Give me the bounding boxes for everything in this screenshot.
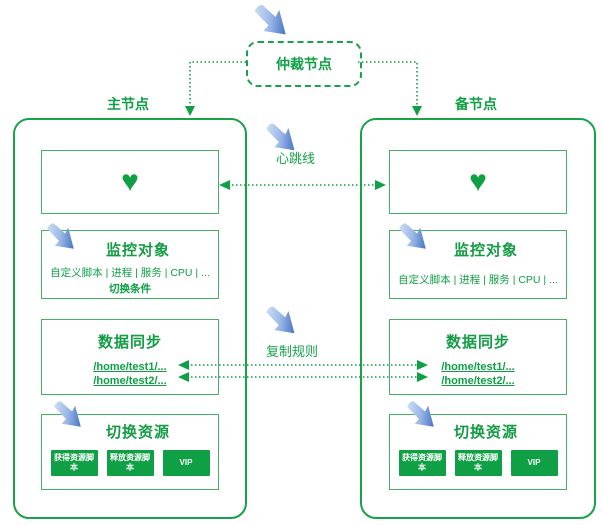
acquire-resource-script-button[interactable]: 获得资源脚本	[398, 450, 446, 476]
monitor-box-title: 监控对象	[453, 242, 518, 259]
switch-box-title: 切换资源	[453, 424, 518, 441]
pointer-arrow-icon	[263, 303, 301, 341]
arbiter-node: 仲裁节点	[246, 41, 362, 87]
primary-monitor-box: 监控对象 自定义脚本 | 进程 | 服务 | CPU | ... 切换条件	[41, 230, 219, 299]
pointer-arrow-icon	[251, 1, 293, 43]
primary-node-title: 主节点	[107, 96, 149, 112]
standby-sync-box: 数据同步 /home/test1/... /home/test2/...	[389, 319, 567, 395]
heart-icon: ♥	[469, 165, 487, 198]
switch-box-title: 切换资源	[105, 424, 170, 441]
release-resource-script-button[interactable]: 释放资源脚本	[454, 450, 502, 476]
sync-path-link[interactable]: /home/test1/...	[93, 361, 167, 373]
arbiter-node-label: 仲裁节点	[276, 56, 332, 72]
acquire-resource-script-button[interactable]: 获得资源脚本	[50, 450, 98, 476]
switch-condition-label: 切换条件	[109, 283, 151, 295]
sync-box-title: 数据同步	[445, 334, 510, 351]
sync-path-link[interactable]: /home/test1/...	[441, 361, 515, 373]
vip-button[interactable]: VIP	[162, 450, 210, 476]
monitor-box-title: 监控对象	[105, 242, 170, 259]
standby-switch-box: 切换资源 获得资源脚本 释放资源脚本 VIP	[389, 414, 567, 490]
primary-sync-box: 数据同步 /home/test1/... /home/test2/...	[41, 319, 219, 395]
heartbeat-line-label: 心跳线	[276, 151, 316, 166]
primary-node: ♥ 监控对象 自定义脚本 | 进程 | 服务 | CPU | ... 切换条件 …	[13, 118, 247, 519]
primary-heartbeat-box: ♥	[41, 150, 219, 214]
standby-monitor-box: 监控对象 自定义脚本 | 进程 | 服务 | CPU | ...	[389, 230, 567, 299]
monitor-items: 自定义脚本 | 进程 | 服务 | CPU | ...	[398, 274, 558, 286]
heart-icon: ♥	[121, 165, 139, 198]
switch-button-row: 获得资源脚本 释放资源脚本 VIP	[398, 450, 558, 476]
standby-heartbeat-box: ♥	[389, 150, 567, 214]
standby-node: ♥ 监控对象 自定义脚本 | 进程 | 服务 | CPU | ... 数据同步 …	[360, 118, 596, 519]
sync-box-title: 数据同步	[97, 334, 162, 351]
standby-node-title: 备节点	[455, 96, 497, 112]
sync-path-link[interactable]: /home/test2/...	[441, 375, 515, 388]
primary-switch-box: 切换资源 获得资源脚本 释放资源脚本 VIP	[41, 414, 219, 490]
vip-button[interactable]: VIP	[510, 450, 558, 476]
switch-button-row: 获得资源脚本 释放资源脚本 VIP	[50, 450, 210, 476]
monitor-items: 自定义脚本 | 进程 | 服务 | CPU | ...	[50, 267, 210, 279]
release-resource-script-button[interactable]: 释放资源脚本	[106, 450, 154, 476]
replication-rule-label: 复制规则	[266, 344, 319, 359]
sync-path-link[interactable]: /home/test2/...	[93, 375, 167, 388]
